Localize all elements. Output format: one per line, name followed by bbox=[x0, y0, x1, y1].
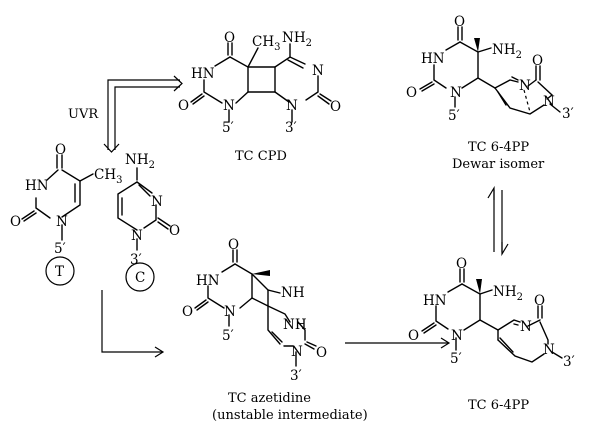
dewar-label-line1: TC 6-4PP bbox=[468, 140, 529, 155]
tc-64pp-label: TC 6-4PP bbox=[468, 398, 529, 413]
thymine-methyl: CH3 bbox=[94, 167, 122, 186]
pp-n1-c: N bbox=[543, 342, 555, 358]
thymine-5prime: 5′ bbox=[54, 241, 66, 257]
aze-o2-c: O bbox=[316, 345, 327, 361]
cpd-hn: HN bbox=[191, 66, 215, 82]
cytosine-o2: O bbox=[169, 223, 180, 239]
aze-o4: O bbox=[228, 237, 239, 253]
pp-nh2: NH2 bbox=[493, 284, 523, 303]
cpd-o2-c: O bbox=[330, 99, 341, 115]
cpd-o2-t: O bbox=[178, 98, 189, 114]
cpd-n1-c: N bbox=[286, 98, 298, 114]
azetidine-to-64pp-arrow bbox=[345, 337, 451, 349]
dewar-o2-t: O bbox=[406, 85, 417, 101]
cytosine-structure: NH2 N O N 3′ C bbox=[117, 152, 180, 292]
cytosine-circle bbox=[125, 262, 155, 292]
photoisomerization-arrow bbox=[487, 185, 509, 257]
tc-64pp-dewar-structure: O NH2 O HN N O N N 5′ 3′ bbox=[406, 14, 574, 124]
tc-cpd-structure: O CH3 NH2 HN N O N N O 5′ 3′ bbox=[178, 30, 341, 136]
thymine-n3h: HN bbox=[25, 178, 49, 194]
aze-nh-ring: NH bbox=[281, 285, 305, 301]
aze-n1-c: N bbox=[291, 344, 303, 360]
aze-hn: HN bbox=[196, 273, 220, 289]
dewar-hn: HN bbox=[421, 51, 445, 67]
thymine-circle-label: T bbox=[55, 264, 64, 280]
thymine-structure: O HN CH3 O N 5′ T bbox=[10, 142, 122, 286]
cytosine-3prime: 3′ bbox=[130, 252, 142, 268]
cpd-o4: O bbox=[224, 30, 235, 46]
azetidine-label-line1: TC azetidine bbox=[228, 391, 311, 406]
cytosine-nh2: NH2 bbox=[125, 152, 155, 171]
pp-n1-t: N bbox=[451, 328, 463, 344]
aze-3prime: 3′ bbox=[290, 368, 302, 384]
uvr-label: UVR bbox=[68, 107, 99, 122]
cpd-methyl: CH3 bbox=[252, 34, 280, 53]
tc-azetidine-structure: O HN NH O N NH O N 5′ 3′ bbox=[182, 237, 327, 384]
aze-5prime: 5′ bbox=[222, 328, 234, 344]
pp-3prime: 3′ bbox=[563, 354, 575, 370]
pp-n3: N bbox=[520, 319, 532, 335]
thymine-o4: O bbox=[55, 142, 66, 158]
uvr-split-arrow bbox=[103, 75, 183, 153]
aze-o2-t: O bbox=[182, 304, 193, 320]
cytosine-n1: N bbox=[131, 228, 143, 244]
pp-o2-t: O bbox=[408, 328, 419, 344]
dewar-n3: N bbox=[519, 78, 531, 94]
cpd-nh2: NH2 bbox=[282, 30, 312, 49]
dewar-5prime: 5′ bbox=[448, 108, 460, 124]
cytosine-circle-label: C bbox=[135, 270, 145, 286]
tc-64pp-structure: O NH2 O HN N O N N 5′ 3′ bbox=[408, 256, 575, 370]
cytosine-n3: N bbox=[151, 194, 163, 210]
dewar-n1-t: N bbox=[450, 85, 462, 101]
pp-5prime: 5′ bbox=[450, 351, 462, 367]
aze-nh: NH bbox=[283, 317, 307, 333]
dewar-n1-c: N bbox=[543, 94, 555, 110]
pp-o2-c: O bbox=[534, 293, 545, 309]
tc-cpd-label: TC CPD bbox=[235, 149, 287, 164]
pp-hn: HN bbox=[423, 293, 447, 309]
dewar-3prime: 3′ bbox=[562, 106, 574, 122]
pp-o4: O bbox=[456, 256, 467, 272]
dewar-o2-c: O bbox=[532, 53, 543, 69]
cpd-5prime: 5′ bbox=[222, 120, 234, 136]
cpd-3prime: 3′ bbox=[285, 120, 297, 136]
dewar-o4: O bbox=[454, 14, 465, 30]
cpd-n1-t: N bbox=[223, 98, 235, 114]
thymine-n1: N bbox=[56, 214, 68, 230]
to-azetidine-arrow bbox=[101, 290, 165, 358]
azetidine-label-line2: (unstable intermediate) bbox=[212, 408, 368, 423]
thymine-circle bbox=[45, 256, 75, 286]
dewar-nh2: NH2 bbox=[492, 42, 522, 61]
aze-n1-t: N bbox=[224, 304, 236, 320]
thymine-o2: O bbox=[10, 214, 21, 230]
dewar-label-line2: Dewar isomer bbox=[452, 157, 545, 172]
cpd-n3: N bbox=[312, 63, 324, 79]
